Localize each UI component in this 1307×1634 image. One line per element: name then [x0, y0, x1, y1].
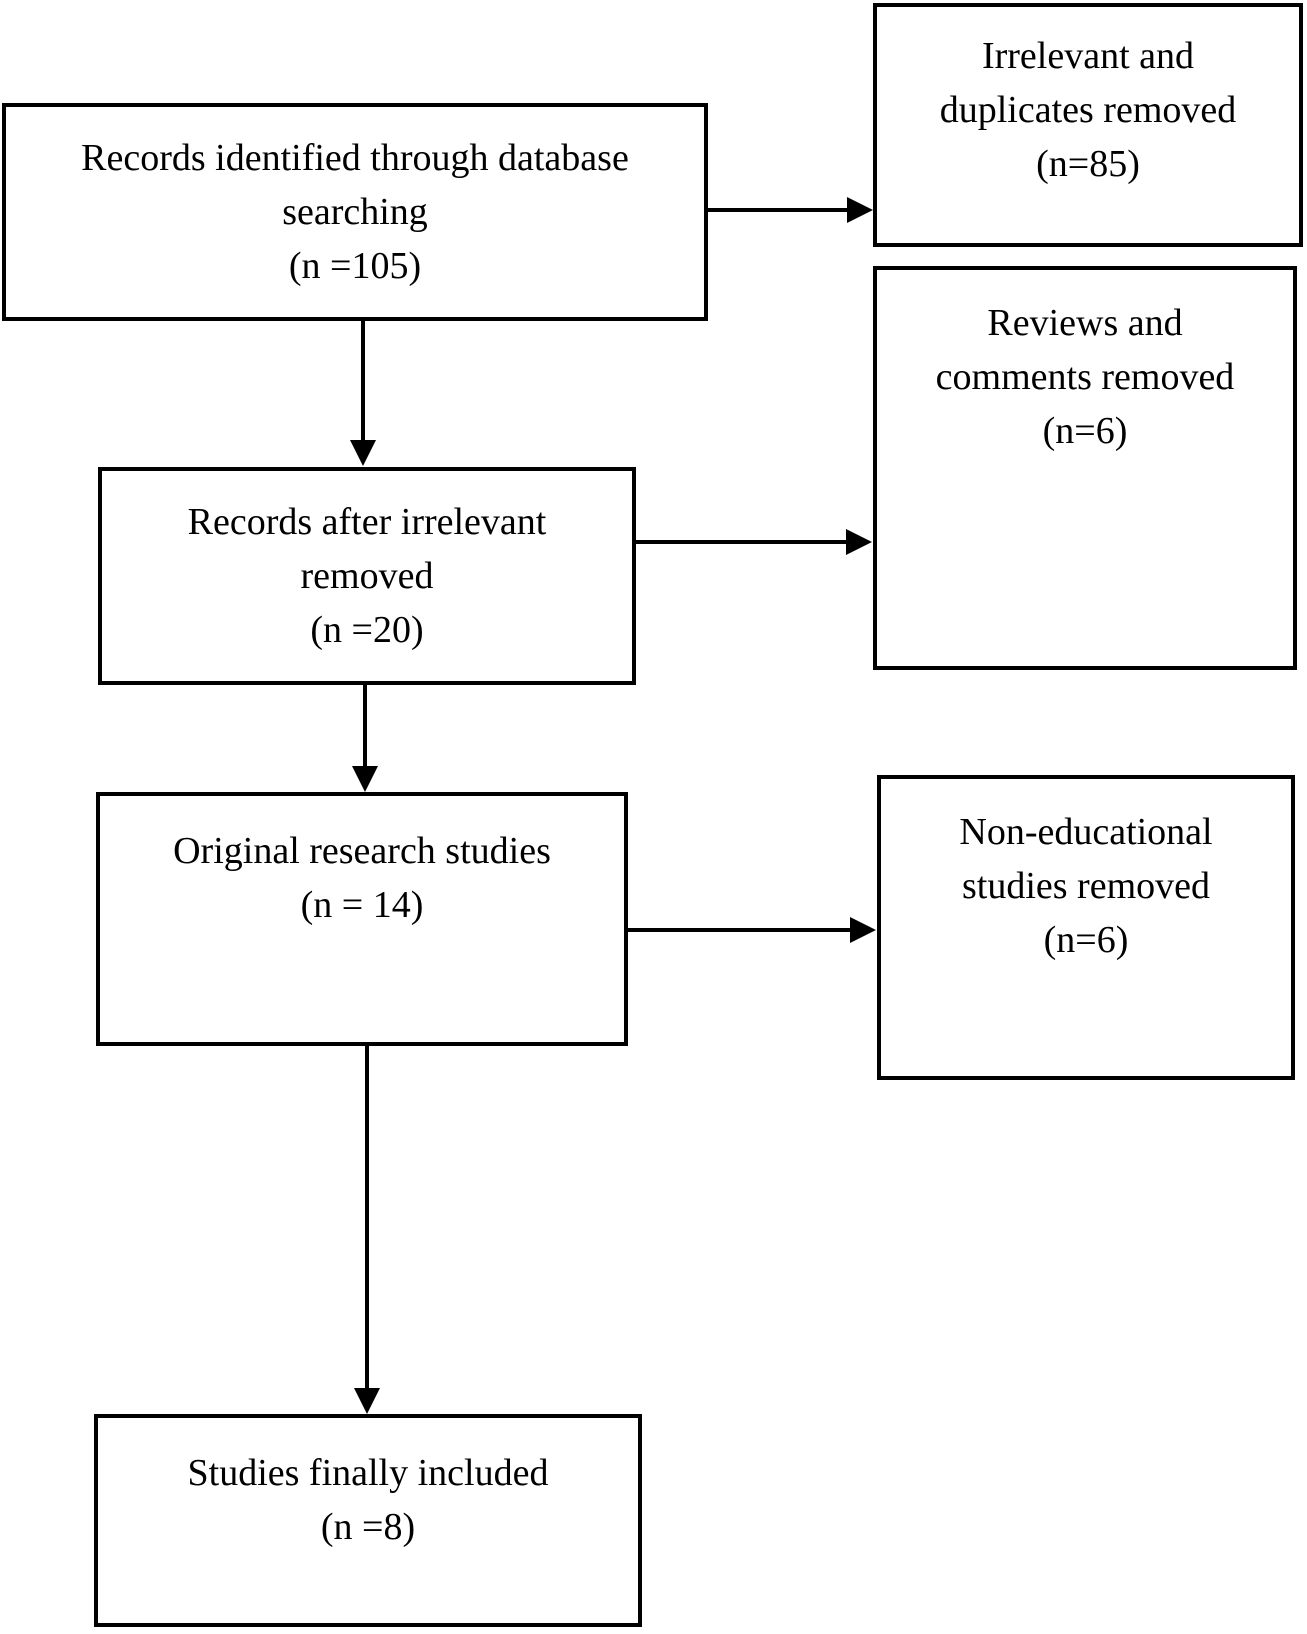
arrow-after-to-reviews: [636, 529, 872, 555]
box-text-line: (n =8): [320, 1506, 416, 1548]
box-text-line: studies removed: [961, 865, 1210, 907]
box-text-line: (n=6): [1043, 919, 1129, 961]
box-studies-finally-included: Studies finally included (n =8): [94, 1414, 642, 1627]
box-text-line: (n =20): [310, 609, 424, 651]
box-text-line: duplicates removed: [939, 89, 1237, 131]
box-records-after-irrelevant: Records after irrelevant removed (n =20): [98, 467, 636, 685]
box-text-line: Reviews and: [987, 302, 1183, 344]
arrow-original-to-noneducational: [628, 917, 876, 943]
box-text-line: Records after irrelevant: [187, 501, 547, 543]
arrow-identified-to-after: [350, 321, 376, 466]
box-text-line: (n=85): [1036, 143, 1140, 185]
box-non-educational-removed: Non-educational studies removed (n=6): [877, 775, 1295, 1080]
box-text-line: Original research studies: [173, 830, 551, 872]
box-text-line: searching: [282, 191, 428, 233]
box-text-line: Studies finally included: [187, 1452, 549, 1494]
box-reviews-comments-removed: Reviews and comments removed (n=6): [873, 266, 1297, 670]
box-records-identified: Records identified through database sear…: [2, 103, 708, 321]
box-text-line: comments removed: [935, 356, 1235, 398]
box-original-research-studies: Original research studies (n = 14): [96, 792, 628, 1046]
box-text-line: Records identified through database: [81, 137, 629, 179]
box-text-line: (n=6): [1042, 410, 1128, 452]
box-text-line: (n =105): [288, 245, 422, 287]
arrow-after-to-original: [352, 685, 378, 792]
box-text-line: (n = 14): [300, 884, 424, 926]
arrow-identified-to-irrelevant: [708, 197, 873, 223]
box-irrelevant-duplicates-removed: Irrelevant and duplicates removed (n=85): [873, 3, 1303, 247]
box-text-line: removed: [300, 555, 434, 597]
arrow-original-to-included: [354, 1046, 380, 1414]
box-text-line: Irrelevant and: [981, 35, 1195, 77]
box-text-line: Non-educational: [959, 811, 1213, 853]
